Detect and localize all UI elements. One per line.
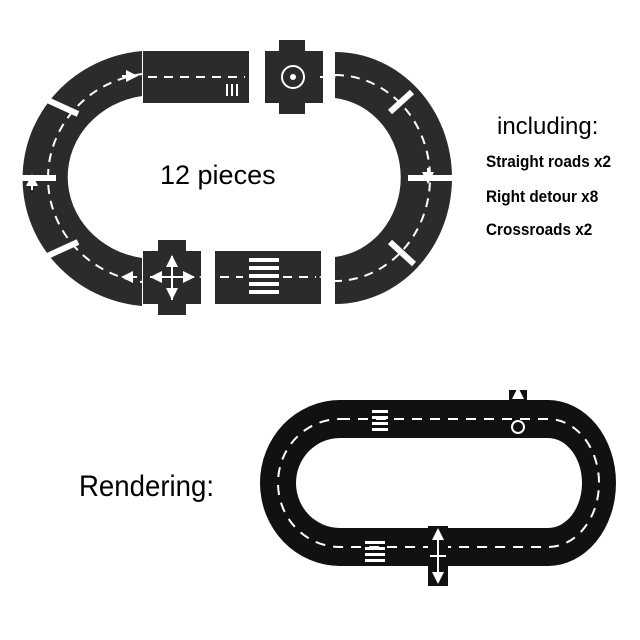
- roundabout-piece: [265, 25, 323, 114]
- including-heading: including:: [497, 113, 599, 140]
- piece-list-item: Right detour x8: [486, 187, 599, 206]
- left-curve-centerline: [47, 73, 143, 283]
- crosswalk-piece: [215, 251, 321, 304]
- connector-arrows: [26, 70, 434, 283]
- assembled-roundabout: [509, 387, 527, 434]
- assembled-centerline: [277, 418, 600, 548]
- pieces-oval: [8, 25, 455, 315]
- assembled-crosswalks: [365, 410, 388, 562]
- pieces-count-label: 12 pieces: [160, 160, 276, 190]
- assembled-track: [260, 387, 616, 586]
- piece-list-item: Straight roads x2: [486, 152, 611, 171]
- piece-list-item: Crossroads x2: [486, 220, 593, 239]
- straight-piece-top: [143, 51, 249, 103]
- crossroads-piece: [143, 240, 201, 315]
- assembled-crossroads: [428, 526, 448, 586]
- left-curve-pieces: [22, 51, 142, 306]
- rendering-label: Rendering:: [79, 470, 215, 503]
- right-curve-pieces: [335, 52, 452, 304]
